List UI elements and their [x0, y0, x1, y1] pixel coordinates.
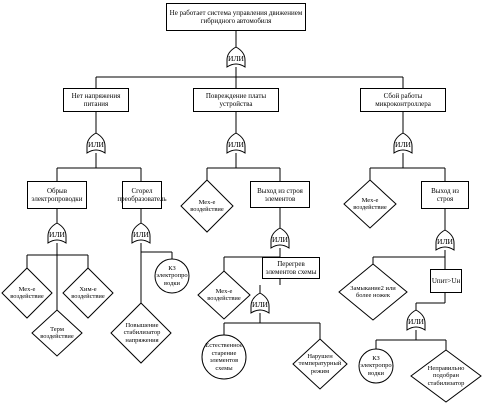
- event-converter-burn: Сгорел преобразователь: [117, 181, 167, 209]
- or-gate-wire: [47, 222, 67, 244]
- or-gate-board: [226, 132, 246, 154]
- gate-label: ИЛИ: [228, 140, 244, 149]
- or-gate-voltage: [406, 309, 426, 331]
- diamond-mcu-mech: [343, 179, 397, 229]
- top-event: Не работает система управления движением…: [166, 3, 306, 31]
- event-overheat: Перегрев элементов схемы: [262, 257, 320, 279]
- label-conv-surge: Повышение стабилизатор напряжения: [123, 321, 161, 344]
- diamond-temp-violation: [292, 338, 348, 390]
- gate-label: ИЛИ: [228, 54, 244, 63]
- gate-label: ИЛИ: [437, 237, 453, 246]
- diamond-wire-mech: [1, 267, 53, 319]
- label-wire-therm: Терм воздействие: [40, 325, 74, 341]
- diamond-board-mech2: [197, 270, 251, 320]
- event-mcu-breakdown: Выход из строя: [421, 181, 469, 209]
- label-mcu-mech: Мех-е воздействие: [353, 196, 387, 212]
- or-gate-mcu: [393, 132, 413, 154]
- circle-mcu-short: [358, 348, 394, 384]
- event-wire-break: Обрыв электропроводки: [27, 181, 87, 209]
- gate-label: ИЛИ: [395, 140, 411, 149]
- label-wire-chem: Хим-е воздействие: [71, 285, 105, 301]
- or-gate-power: [86, 132, 106, 154]
- gate-label: ИЛИ: [133, 230, 149, 239]
- or-gate-converter: [131, 222, 151, 244]
- event-board-damage: Повреждение платы устройства: [193, 88, 279, 112]
- gate-label: ИЛИ: [252, 300, 268, 309]
- or-gate-top: [226, 46, 246, 68]
- label-wire-mech: Мех-е воздействие: [10, 285, 44, 301]
- event-no-power: Нет напряжения питания: [63, 88, 129, 112]
- label-conv-short: КЗ электропро водки: [156, 264, 188, 287]
- diamond-conv-surge: [110, 302, 172, 364]
- diamond-wire-chem: [62, 267, 114, 319]
- gate-label: ИЛИ: [88, 140, 104, 149]
- label-temp-violation: Нарушен температурный режим: [298, 352, 342, 375]
- label-bad-stab: Неправильно подобран стабилизатор: [427, 364, 465, 387]
- circle-conv-short: [154, 258, 190, 294]
- diamond-mcu-short2: [338, 263, 408, 321]
- diamond-board-mech: [180, 179, 234, 233]
- label-mcu-short2: Замыкание2 или более ножек: [350, 284, 396, 300]
- event-voltage: Uпит>Uн: [430, 269, 462, 293]
- label-mcu-short: КЗ электропро водки: [360, 354, 392, 377]
- or-gate-overheat: [250, 292, 270, 314]
- gate-label: ИЛИ: [272, 235, 288, 244]
- gate-label: ИЛИ: [49, 230, 65, 239]
- or-gate-elements: [270, 227, 290, 249]
- label-board-mech2: Мех-е воздействие: [207, 287, 241, 303]
- diamond-bad-stab: [410, 349, 482, 403]
- label-board-mech: Мех-е воздействие: [190, 198, 224, 214]
- diamond-wire-therm: [31, 309, 83, 357]
- event-mcu-failure: Сбой работы микроконтроллера: [360, 88, 446, 112]
- event-element-failure: Выход из строя элементов: [250, 181, 310, 208]
- circle-aging: [201, 334, 247, 380]
- gate-label: ИЛИ: [408, 317, 424, 326]
- or-gate-failure: [435, 229, 455, 251]
- label-aging: Естественное старение элементов схемы: [205, 342, 243, 372]
